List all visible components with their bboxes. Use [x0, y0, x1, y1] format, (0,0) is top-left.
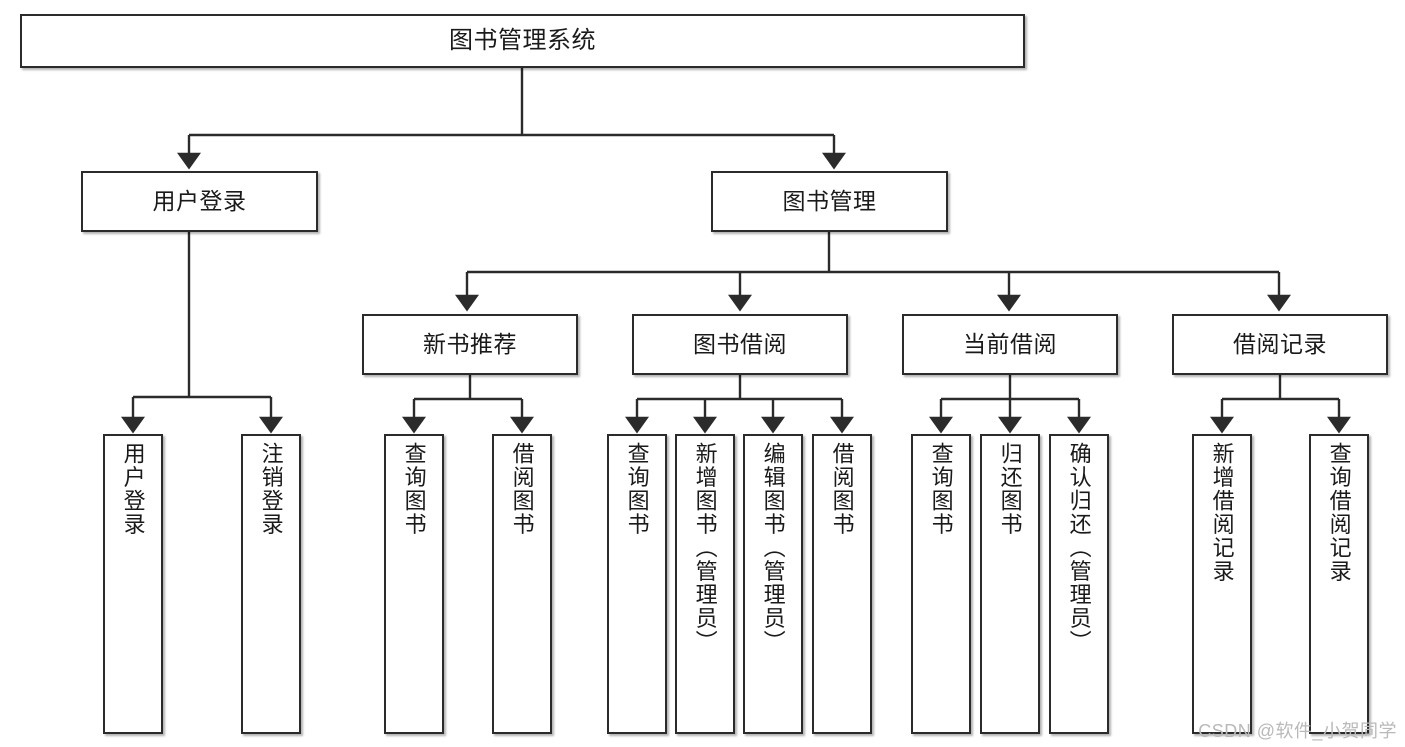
node-book-borrow[interactable]: 图书借阅	[632, 314, 848, 375]
node-borrow-record[interactable]: 借阅记录	[1172, 314, 1388, 375]
leaf-query-book-new-recommend[interactable]: 查询图书	[384, 434, 444, 734]
leaf-user-login[interactable]: 用户登录	[103, 434, 163, 734]
node-label: 新书推荐	[423, 330, 517, 357]
leaf-query-book-current[interactable]: 查询图书	[911, 434, 971, 734]
node-current-borrow[interactable]: 当前借阅	[902, 314, 1118, 375]
node-label: 当前借阅	[963, 330, 1057, 357]
node-label: 查询图书	[928, 442, 954, 536]
node-root-book-management-system[interactable]: 图书管理系统	[20, 14, 1025, 68]
node-label: 借阅记录	[1233, 330, 1327, 357]
node-label: 查询图书	[401, 442, 427, 536]
node-label: 查询借阅记录	[1326, 442, 1352, 583]
leaf-edit-book[interactable]: 编辑图书（管理员）	[743, 434, 803, 734]
node-label: 用户登录	[152, 187, 247, 214]
node-label: 图书借阅	[693, 330, 787, 357]
node-label: 图书管理	[782, 187, 877, 214]
node-user-login[interactable]: 用户登录	[81, 171, 318, 232]
node-label: 借阅图书	[829, 442, 855, 536]
node-label: 编辑图书（管理员）	[760, 442, 786, 654]
leaf-borrow-book[interactable]: 借阅图书	[812, 434, 872, 734]
leaf-add-book[interactable]: 新增图书（管理员）	[675, 434, 735, 734]
node-label: 确认归还（管理员）	[1066, 442, 1092, 654]
node-label: 新增借阅记录	[1209, 442, 1235, 583]
leaf-return-book[interactable]: 归还图书	[980, 434, 1040, 734]
leaf-query-book-borrow[interactable]: 查询图书	[607, 434, 667, 734]
leaf-borrow-book-new-recommend[interactable]: 借阅图书	[492, 434, 552, 734]
csdn-watermark: CSDN @软件_小贺同学	[1198, 721, 1397, 741]
leaf-confirm-return[interactable]: 确认归还（管理员）	[1049, 434, 1109, 734]
node-label: 借阅图书	[509, 442, 535, 536]
leaf-query-borrow-record[interactable]: 查询借阅记录	[1309, 434, 1369, 734]
leaf-add-borrow-record[interactable]: 新增借阅记录	[1192, 434, 1252, 734]
node-label: 注销登录	[258, 442, 284, 536]
node-label: 用户登录	[120, 442, 146, 536]
node-book-management[interactable]: 图书管理	[711, 171, 948, 232]
leaf-logout-login[interactable]: 注销登录	[241, 434, 301, 734]
node-label: 新增图书（管理员）	[692, 442, 718, 654]
node-label: 归还图书	[997, 442, 1023, 536]
node-label: 查询图书	[624, 442, 650, 536]
node-new-book-recommend[interactable]: 新书推荐	[362, 314, 578, 375]
node-label: 图书管理系统	[449, 26, 596, 54]
